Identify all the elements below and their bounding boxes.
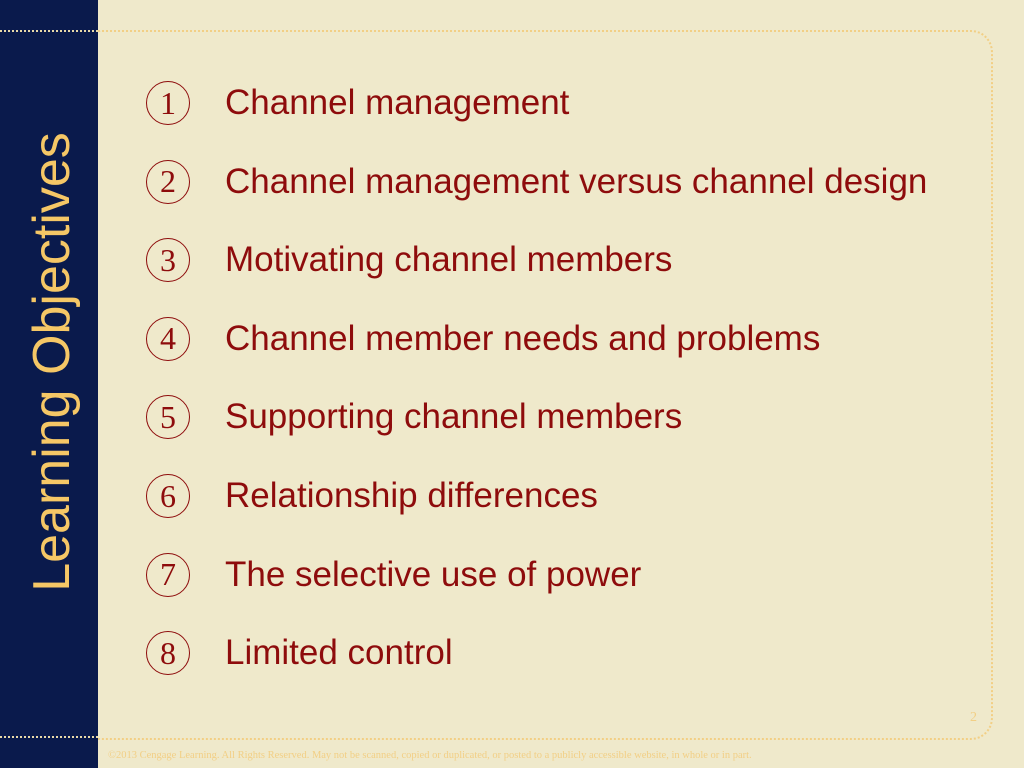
list-item: 6 Relationship differences [146,471,598,521]
objective-label: Supporting channel members [225,397,683,437]
slide-title: Learning Objectives [23,132,81,592]
circled-number: 4 [146,316,190,361]
circled-number: 7 [146,552,190,597]
circled-number: 2 [146,159,190,204]
list-item: 5 Supporting channel members [146,392,682,442]
list-item: 8 Limited control [146,628,453,678]
objective-label: Channel management versus channel design [225,161,928,201]
list-item: 2 Channel management versus channel desig… [146,157,927,207]
circled-number: 6 [146,474,190,518]
list-item: 4 Channel member needs and problems [146,314,820,364]
circled-number: 1 [146,81,190,125]
objective-label: Channel management [225,83,570,122]
objective-label: Channel member needs and problems [225,318,821,358]
objective-label: Limited control [225,633,453,673]
objective-label: Relationship differences [225,476,598,515]
content-frame [98,30,993,740]
divider-top [0,30,98,32]
objective-label: Motivating channel members [225,240,673,280]
circled-number: 3 [146,238,190,283]
page-number: 2 [970,710,977,725]
circled-number: 5 [146,395,190,440]
list-item: 7 The selective use of power [146,550,641,600]
list-item: 3 Motivating channel members [146,235,672,285]
divider-bottom [0,736,98,738]
circled-number: 8 [146,631,190,676]
list-item: 1 Channel management [146,78,569,128]
copyright-footer: ©2013 Cengage Learning. All Rights Reser… [108,750,752,761]
sidebar: Learning Objectives [0,0,98,768]
objective-label: The selective use of power [225,554,642,594]
